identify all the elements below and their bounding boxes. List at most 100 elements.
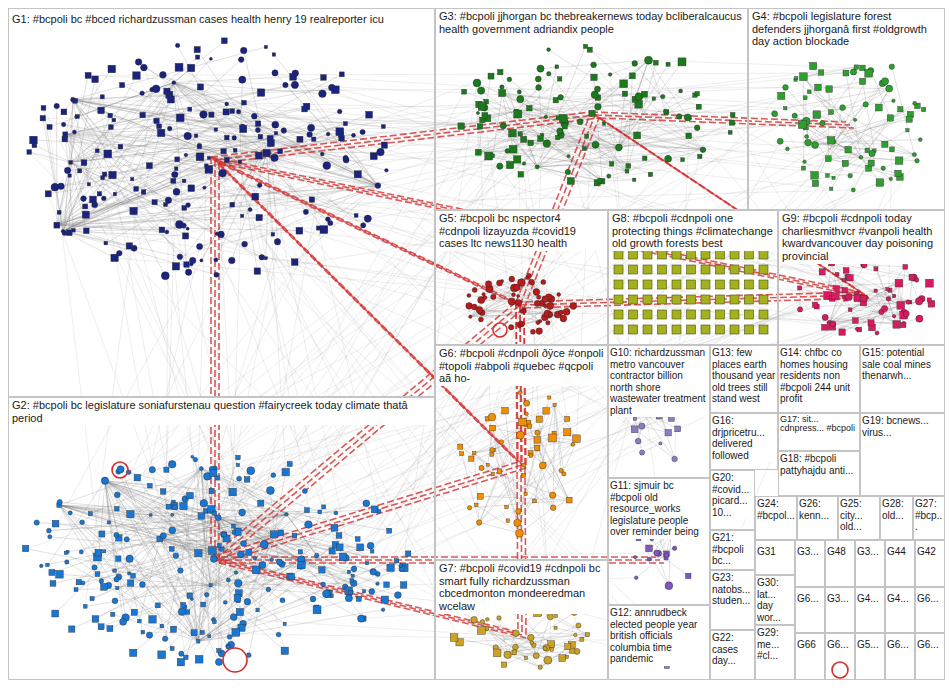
edge-line — [830, 309, 885, 323]
vertex — [115, 507, 120, 512]
edge-line — [71, 162, 217, 234]
edge-line — [524, 139, 804, 168]
vertex — [777, 138, 783, 144]
vertex — [497, 163, 503, 169]
edge-line — [204, 72, 500, 188]
vertex — [577, 119, 583, 125]
vertex — [244, 598, 251, 605]
edge-line — [115, 258, 830, 323]
group-link — [516, 112, 591, 302]
vertex — [482, 113, 488, 119]
vertex — [194, 134, 198, 138]
vertex — [653, 60, 658, 65]
vertex — [264, 45, 267, 48]
vertex — [361, 223, 366, 228]
vertex — [197, 144, 202, 149]
vertex — [83, 605, 87, 609]
vertex — [798, 121, 806, 129]
vertex — [274, 239, 280, 245]
vertex — [181, 602, 186, 607]
edge-line — [780, 141, 808, 142]
vertex — [40, 116, 45, 121]
vertex — [302, 489, 307, 494]
vertex — [69, 626, 75, 632]
vertex — [148, 483, 153, 488]
vertex — [895, 157, 903, 165]
vertex — [815, 84, 822, 91]
edge-line — [105, 481, 283, 601]
vertex — [497, 469, 502, 474]
vertex — [255, 152, 262, 159]
vertex — [287, 462, 292, 467]
vertex — [360, 129, 365, 134]
vertex — [81, 160, 87, 166]
edge-line — [247, 280, 844, 602]
vertex — [730, 113, 735, 118]
vertex — [312, 137, 316, 141]
vertex — [387, 564, 394, 571]
vertex — [542, 296, 549, 303]
vertex — [98, 624, 104, 630]
vertex — [107, 626, 113, 632]
vertex — [209, 57, 212, 60]
edge-line — [63, 116, 110, 232]
vertex — [272, 53, 275, 56]
edge-line — [88, 75, 785, 108]
vertex — [811, 172, 819, 180]
vertex — [226, 578, 230, 582]
vertex — [321, 582, 326, 587]
vertex — [241, 214, 244, 217]
vertex — [116, 587, 119, 590]
edge-line — [50, 127, 104, 587]
vertex — [566, 497, 572, 503]
vertex — [645, 56, 653, 64]
edge-line — [531, 135, 543, 453]
group-link — [215, 115, 595, 160]
vertex — [124, 537, 129, 542]
vertex — [203, 186, 206, 189]
vertex — [528, 140, 534, 146]
vertex — [548, 312, 552, 316]
vertex — [515, 299, 521, 305]
vertex — [140, 112, 146, 118]
vertex — [161, 272, 169, 280]
vertex — [98, 107, 105, 114]
vertex — [205, 164, 209, 168]
vertex — [260, 541, 268, 549]
vertex — [509, 129, 517, 137]
edge-line — [70, 513, 160, 539]
vertex — [309, 197, 314, 202]
vertex — [225, 102, 229, 106]
edge-line — [207, 138, 227, 595]
vertex — [892, 99, 896, 103]
edge-line — [160, 539, 264, 545]
vertex — [534, 300, 540, 306]
vertex — [585, 134, 589, 138]
vertex — [559, 310, 564, 315]
vertex — [363, 500, 370, 507]
vertex — [213, 620, 217, 624]
vertex — [95, 149, 99, 153]
vertex — [76, 579, 81, 584]
vertex — [632, 61, 638, 67]
edge-line — [90, 469, 201, 514]
vertex — [230, 109, 235, 114]
vertex — [232, 524, 236, 528]
group-link — [219, 468, 526, 563]
vertex — [149, 513, 152, 516]
edge-line — [198, 139, 300, 641]
vertex — [146, 632, 152, 638]
vertex — [517, 96, 524, 103]
vertex — [813, 111, 821, 119]
vertex — [167, 96, 174, 103]
vertex — [177, 254, 183, 260]
vertex — [239, 76, 246, 83]
vertex — [895, 170, 901, 176]
vertex — [196, 55, 200, 59]
vertex — [865, 148, 870, 153]
vertex — [174, 167, 178, 171]
vertex — [539, 462, 546, 469]
vertex — [52, 610, 59, 617]
vertex — [792, 113, 797, 118]
vertex — [536, 328, 543, 335]
